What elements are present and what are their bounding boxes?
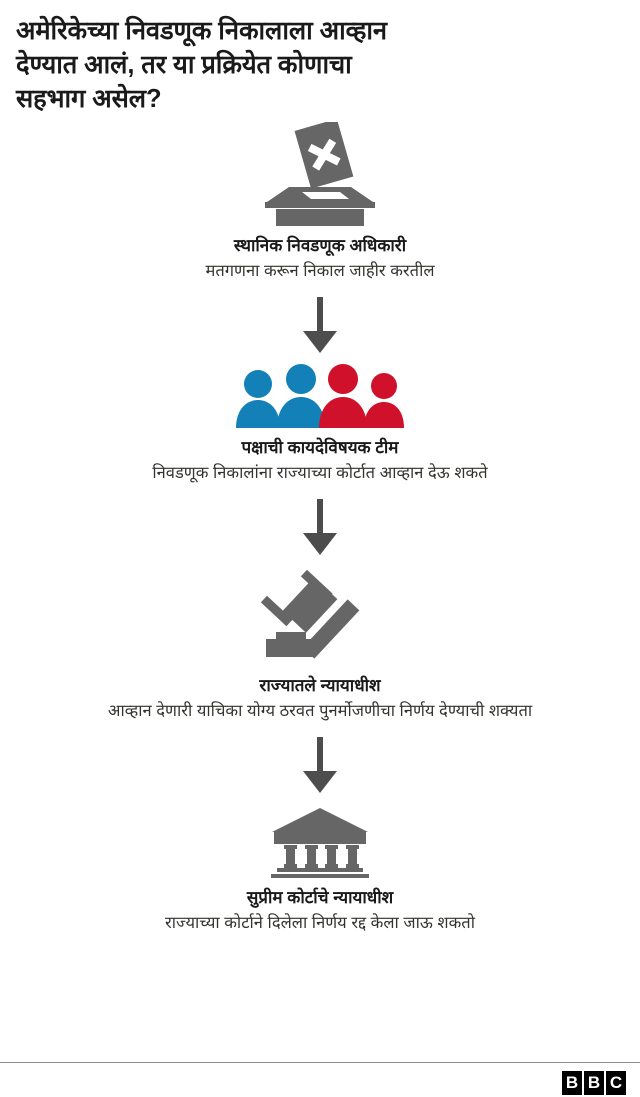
process-flow: स्थानिक निवडणूक अधिकारी मतगणना करून निका… [0, 122, 640, 935]
bbc-logo-letter-1: B [562, 1071, 582, 1095]
page-title-line-1: अमेरिकेच्या निवडणूक निकालाला आव्हान [16, 17, 387, 45]
step-heading: पक्षाची कायदेविषयक टीम [241, 438, 399, 457]
step-description: आव्हान देणारी याचिका योग्य ठरवत पुनर्मोज… [107, 702, 533, 720]
down-arrow-icon [303, 499, 337, 555]
gavel-icon-wrap [250, 570, 390, 666]
flow-step-party-legal-team: पक्षाची कायदेविषयक टीम निवडणूक निकालांना… [0, 364, 640, 485]
down-arrow-icon [303, 737, 337, 793]
footer: B B C [0, 1040, 640, 1097]
ballot-box-icon [265, 122, 375, 226]
page-title: अमेरिकेच्या निवडणूक निकालाला आव्हान देण्… [0, 0, 640, 116]
person-silhouette-red-1 [319, 364, 367, 428]
courthouse-icon [271, 808, 369, 878]
arrow-step1-to-step2 [297, 297, 343, 358]
flow-step-state-judges: राज्यातले न्यायाधीश आव्हान देणारी याचिका… [0, 570, 640, 723]
courthouse-columns [284, 845, 359, 868]
step-description: राज्याच्या कोर्टाने दिलेला निर्णय रद्द क… [165, 914, 475, 932]
party-legal-team-people-icon-wrap [232, 364, 408, 428]
gavel-sound-block [266, 632, 316, 657]
courthouse-icon-wrap [268, 806, 372, 878]
bbc-logo-letter-3: C [606, 1071, 626, 1095]
step-heading: राज्यातले न्यायाधीश [259, 676, 381, 695]
person-silhouette-blue-1 [236, 370, 280, 428]
bbc-logo-letter-2: B [584, 1071, 604, 1095]
step-heading: स्थानिक निवडणूक अधिकारी [233, 236, 407, 255]
flow-step-supreme-court-judges: सुप्रीम कोर्टाचे न्यायाधीश राज्याच्या को… [0, 806, 640, 935]
page-title-line-2: देण्यात आलं, तर या प्रक्रियेत कोणाचा [16, 51, 352, 79]
ballot-box-icon-wrap [245, 122, 395, 226]
page-title-line-3: सहभाग असेल? [16, 85, 162, 113]
bbc-logo: B B C [562, 1071, 626, 1095]
flow-step-local-election-officials: स्थानिक निवडणूक अधिकारी मतगणना करून निका… [0, 122, 640, 283]
party-legal-team-people-icon [236, 364, 404, 428]
footer-divider [0, 1062, 640, 1063]
down-arrow-icon [303, 297, 337, 353]
person-silhouette-blue-2 [277, 364, 325, 428]
gavel-icon [260, 570, 360, 659]
arrow-step3-to-step4 [297, 737, 343, 798]
step-description: मतगणना करून निकाल जाहीर करतील [205, 262, 435, 280]
step-heading: सुप्रीम कोर्टाचे न्यायाधीश [246, 888, 394, 907]
step-description: निवडणूक निकालांना राज्याच्या कोर्टात आव्… [152, 464, 488, 482]
person-silhouette-red-2 [364, 373, 404, 428]
arrow-step2-to-step3 [297, 499, 343, 560]
